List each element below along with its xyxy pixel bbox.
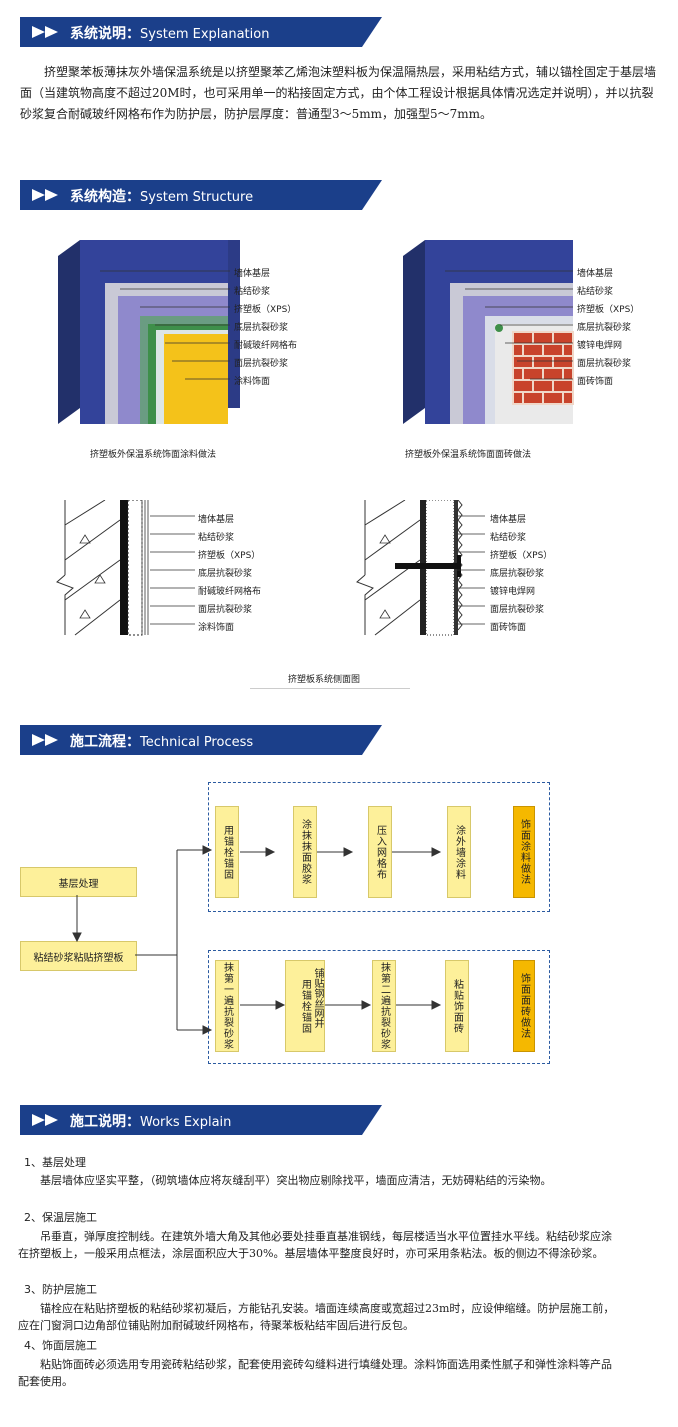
section-layer-label: 涂料饰面	[198, 623, 235, 633]
process-step-base: 基层处理	[20, 867, 137, 897]
leader-lines	[100, 270, 230, 380]
section-layer-label: 墙体基层	[198, 515, 235, 525]
leader-lines	[455, 515, 485, 625]
works-text: 锚栓应在粘贴挤塑板的粘结砂浆初凝后，方能钻孔安装。墙面连续高度或宽超过23m时，…	[18, 1302, 615, 1332]
explanation-text: 挤塑聚苯板薄抹灰外墙保温系统是以挤塑聚苯乙烯泡沫塑料板为保温隔热层，采用粘结方式…	[20, 65, 657, 121]
banner-cn: 系统构造：	[70, 189, 140, 205]
layer-label: 面层抗裂砂浆	[577, 359, 632, 369]
works-text: 粘贴饰面砖必须选用专用瓷砖粘结砂浆，配套使用瓷砖勾缝料进行填缝处理。涂料饰面选用…	[18, 1358, 612, 1388]
double-arrow-icon	[32, 26, 58, 38]
layer-label: 粘结砂浆	[234, 287, 271, 297]
works-text: 基层墙体应坚实平整，（砌筑墙体应将灰缝刮平）突出物应剔除找平，墙面应清洁，无妨碍…	[40, 1174, 552, 1187]
section-layer-label: 粘结砂浆	[490, 533, 527, 543]
works-text: 吊垂直，弹厚度控制线。在建筑外墙大角及其他必要处挂垂直基准钢线，每层楼适当水平位…	[18, 1230, 612, 1260]
right-diagram-caption: 挤塑板外保温系统饰面面砖做法	[405, 450, 532, 460]
process-step: 用锚栓锚固	[215, 806, 239, 898]
tile-process-group	[208, 950, 550, 1064]
layer-label: 面砖饰面	[577, 377, 614, 387]
banner-en: Works Explain	[140, 1115, 232, 1130]
layer-label: 面层抗裂砂浆	[234, 359, 289, 369]
section-layer-label: 耐碱玻纤网格布	[198, 587, 262, 597]
works-heading: 4、饰面层施工	[24, 1339, 97, 1352]
process-step: 用锚栓锚固	[285, 960, 325, 1052]
banner-en: System Explanation	[140, 27, 270, 42]
works-heading: 1、基层处理	[24, 1156, 86, 1169]
layer-label: 挤塑板（XPS）	[234, 305, 297, 315]
process-result-tile: 饰面面砖做法	[513, 960, 535, 1052]
process-step: 粘贴饰面砖	[445, 960, 469, 1052]
layer-label: 粘结砂浆	[577, 287, 614, 297]
section-banner-process: 施工流程：Technical Process	[20, 725, 382, 755]
coating-section-drawing	[56, 500, 149, 636]
section-layer-label: 面层抗裂砂浆	[490, 605, 545, 615]
process-step: 抹第二遍抗裂砂浆	[372, 960, 396, 1052]
process-step: 压入网格布	[368, 806, 392, 898]
banner-cn: 施工流程：	[70, 734, 140, 750]
tile-section-drawing	[356, 500, 463, 636]
section-banner-explanation: 系统说明：System Explanation	[20, 17, 382, 47]
double-arrow-icon	[32, 1114, 58, 1126]
section-layer-label: 面层抗裂砂浆	[198, 605, 253, 615]
double-arrow-icon	[32, 189, 58, 201]
banner-cn: 施工说明：	[70, 1114, 140, 1130]
section-layer-label: 面砖饰面	[490, 623, 527, 633]
layer-label: 挤塑板（XPS）	[577, 305, 640, 315]
process-step: 涂外墙涂料	[447, 806, 471, 898]
section-banner-structure: 系统构造：System Structure	[20, 180, 382, 210]
banner-cn: 系统说明：	[70, 26, 140, 42]
flow-connectors	[72, 845, 442, 1035]
layer-label: 耐碱玻纤网格布	[234, 341, 298, 351]
works-heading: 2、保温层施工	[24, 1211, 97, 1224]
double-arrow-icon	[32, 734, 58, 746]
layer-label: 镀锌电焊网	[577, 341, 623, 351]
section-layer-label: 挤塑板（XPS）	[490, 551, 553, 561]
step-label: 粘结砂浆粘贴挤塑板	[33, 952, 124, 964]
section-layer-label: 镀锌电焊网	[490, 587, 536, 597]
section-layer-label: 挤塑板（XPS）	[198, 551, 261, 561]
section-layer-label: 底层抗裂砂浆	[490, 569, 545, 579]
layer-label: 涂料饰面	[234, 377, 271, 387]
section-layer-label: 底层抗裂砂浆	[198, 569, 253, 579]
step-label: 基层处理	[58, 878, 99, 890]
leader-lines	[445, 270, 573, 380]
process-step: 涂抹抹面胶浆	[293, 806, 317, 898]
leader-lines	[150, 515, 195, 625]
layer-label: 墙体基层	[234, 269, 271, 279]
process-result-coating: 饰面涂料做法	[513, 806, 535, 898]
section-banner-works: 施工说明：Works Explain	[20, 1105, 382, 1135]
coating-process-group	[208, 782, 550, 912]
layer-label: 底层抗裂砂浆	[234, 323, 289, 333]
process-step: 抹第一遍抗裂砂浆	[215, 960, 239, 1052]
section-caption: 挤塑板系统侧面图	[288, 675, 361, 685]
banner-en: System Structure	[140, 190, 254, 205]
divider	[250, 688, 410, 689]
section-layer-label: 粘结砂浆	[198, 533, 235, 543]
step-sub-label: 铺贴钢丝网并	[312, 968, 323, 1028]
layer-label: 墙体基层	[577, 269, 614, 279]
layer-label: 底层抗裂砂浆	[577, 323, 632, 333]
section-layer-label: 墙体基层	[490, 515, 527, 525]
tile-system-diagram	[403, 240, 574, 424]
banner-en: Technical Process	[140, 735, 254, 750]
process-step-bond: 粘结砂浆粘贴挤塑板	[20, 941, 137, 971]
works-heading: 3、防护层施工	[24, 1283, 97, 1296]
left-diagram-caption: 挤塑板外保温系统饰面涂料做法	[90, 450, 217, 460]
